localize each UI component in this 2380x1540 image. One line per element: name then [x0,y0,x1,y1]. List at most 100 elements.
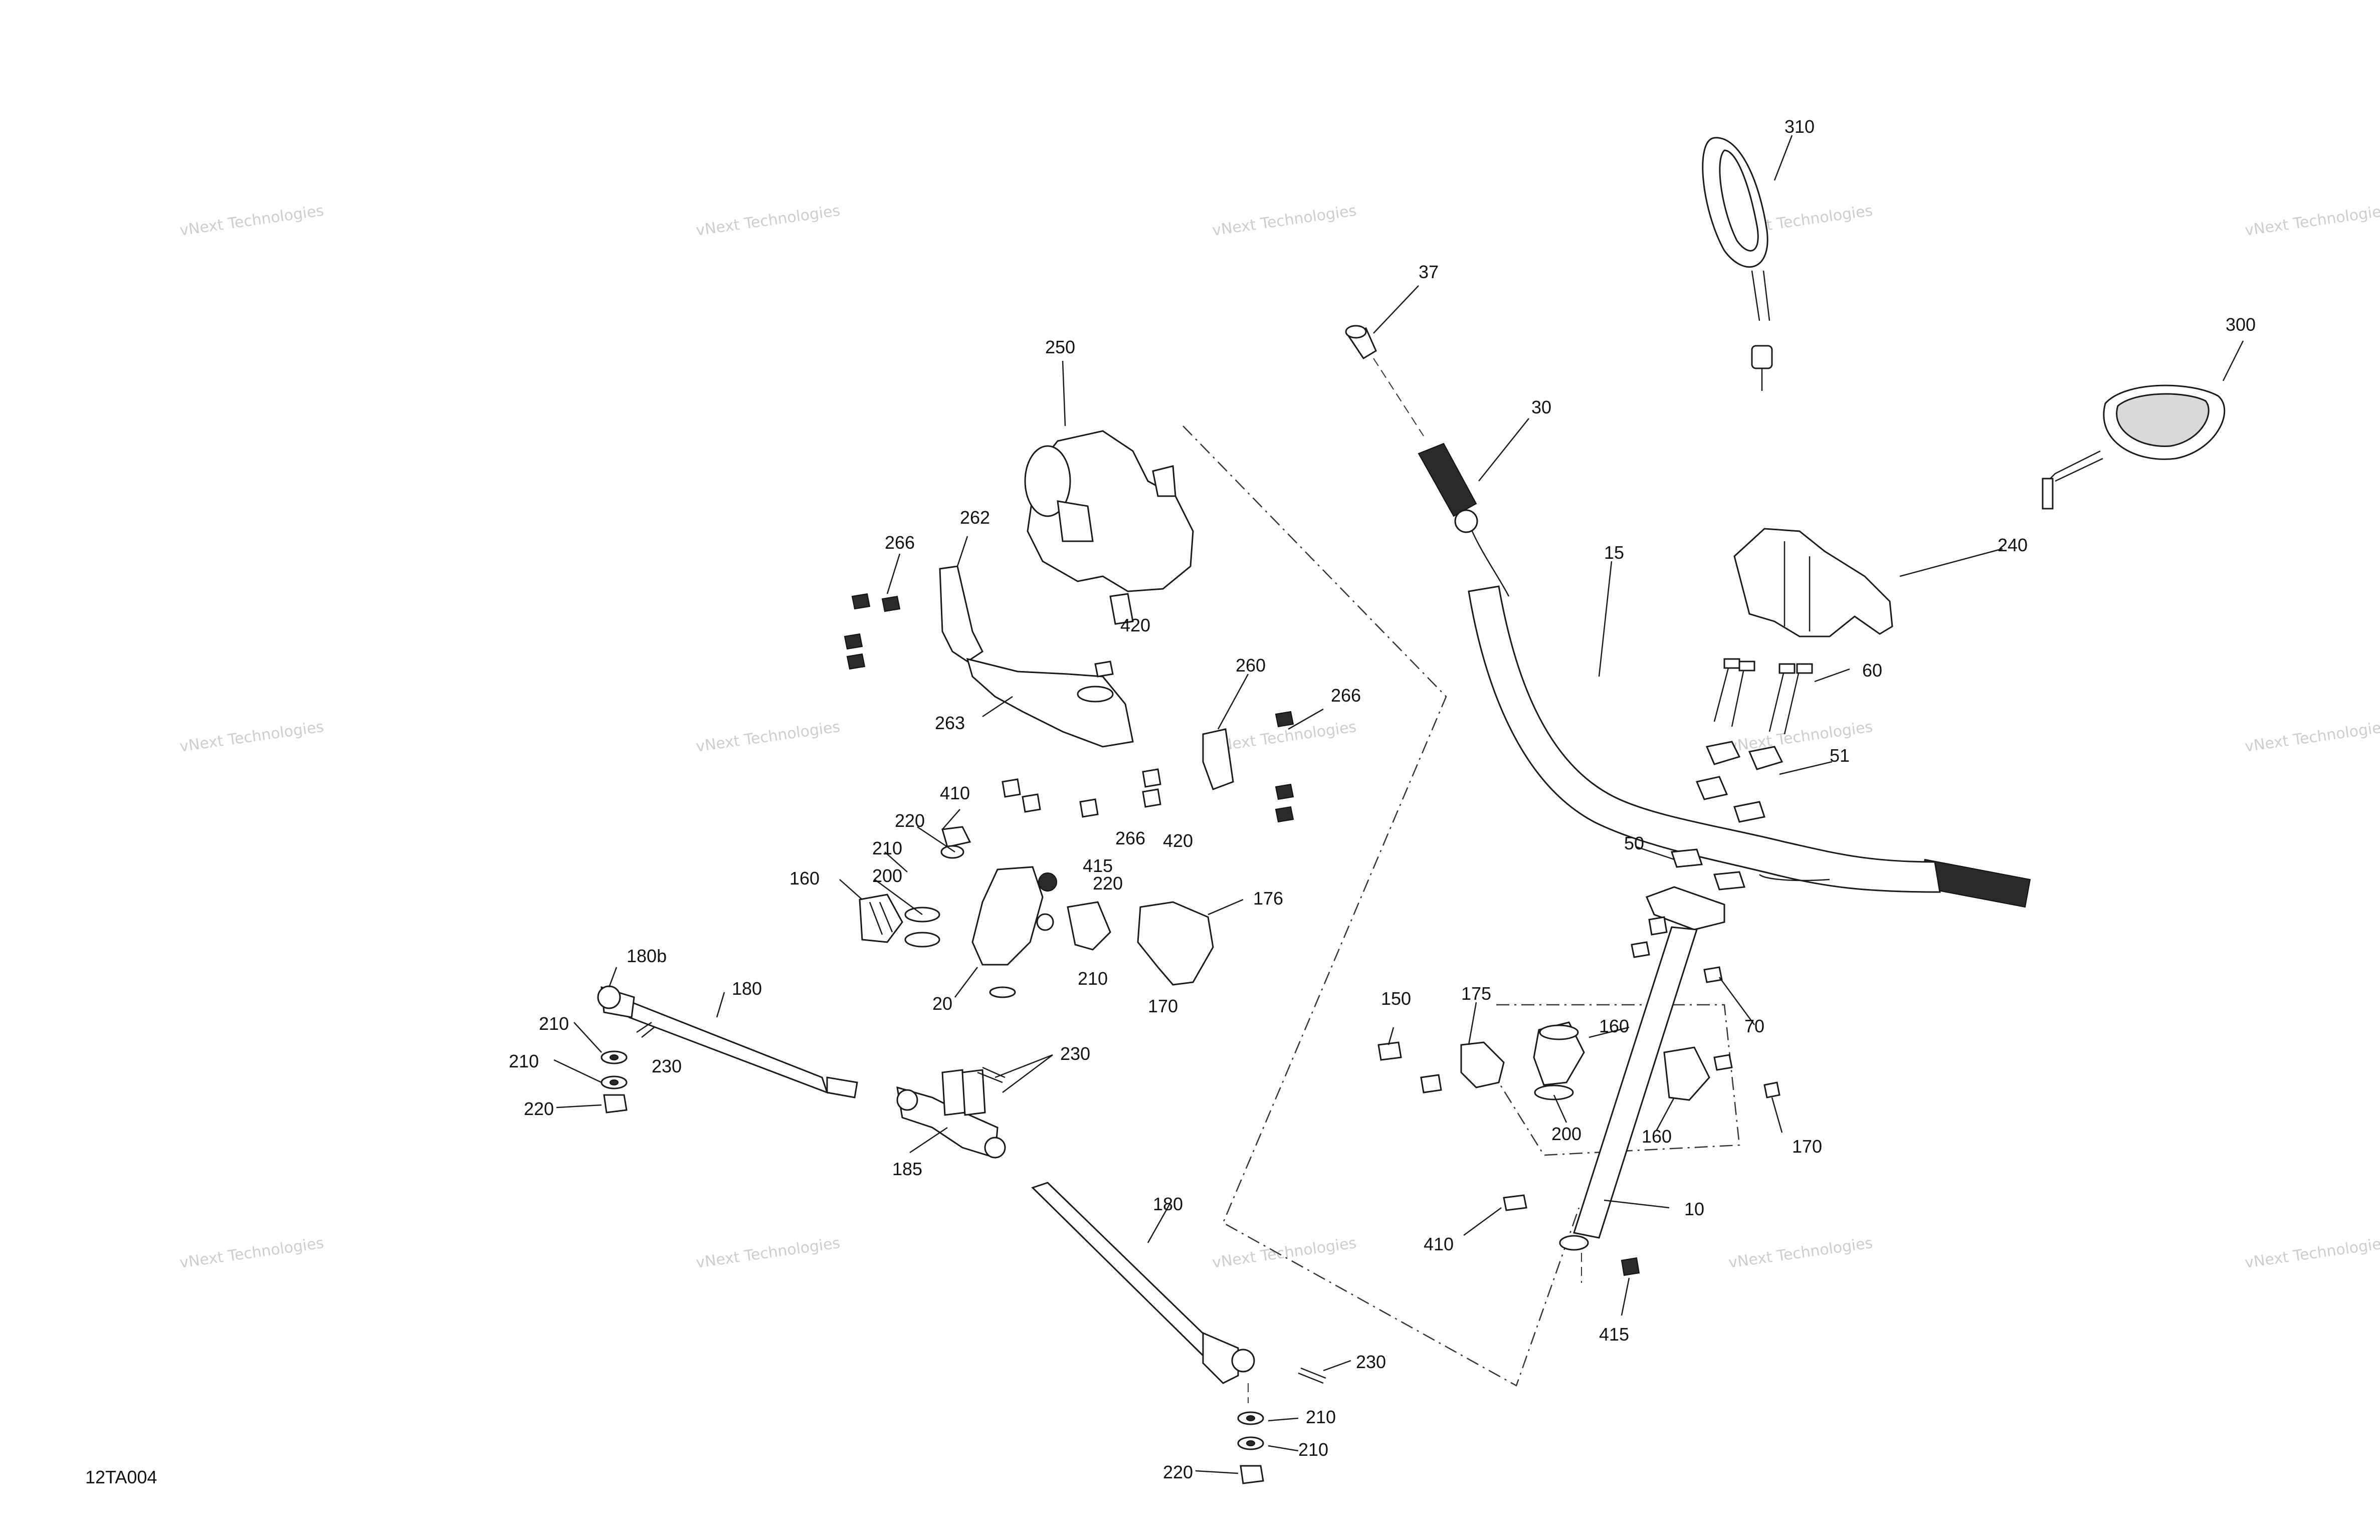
column-support-parts [1377,916,1780,1276]
cotter-pins [636,1021,1326,1384]
callout-labels: 310 300 37 30 15 240 250 262 266 420 260… [509,116,2256,1482]
callout-175: 175 [1461,983,1491,1004]
callout-210: 210 [509,1051,539,1071]
steering-center-link [896,1069,1006,1159]
watermark: vNext Technologies [2244,1234,2380,1272]
callout-210: 210 [539,1013,569,1034]
cover-176 [1137,901,1214,986]
callout-210: 210 [872,838,902,858]
svg-text:vNext Technologies: vNext Technologies [1727,718,1874,756]
callout-20: 20 [932,993,952,1014]
callout-260: 260 [1236,655,1266,676]
callout-37: 37 [1419,262,1439,282]
callout-51: 51 [1830,745,1850,766]
callout-230: 230 [1356,1352,1386,1372]
callout-266: 266 [1115,828,1145,848]
callout-160: 160 [1599,1016,1629,1036]
throttle-lever [1345,325,1424,436]
steering-knuckle [904,826,1057,998]
left-grip [1418,443,1510,597]
callout-210: 210 [1298,1439,1328,1460]
watermark: vNext Technologies [178,202,325,240]
handlebar-bolts [1713,658,1813,735]
svg-text:vNext Technologies: vNext Technologies [695,202,841,240]
callout-310: 310 [1784,116,1815,137]
callout-185: 185 [892,1159,922,1179]
callout-230: 230 [1060,1043,1090,1064]
svg-text:vNext Technologies: vNext Technologies [2244,1234,2380,1272]
bracket-260 [1202,728,1234,790]
callout-160: 160 [789,868,820,889]
tie-rod-upper [597,985,858,1098]
steering-gear-motor [1024,430,1194,625]
callout-410: 410 [940,783,970,803]
bracket-262 [939,565,983,663]
bracket-263 [966,657,1134,748]
callout-180: 180 [732,978,762,999]
callout-210: 210 [1306,1407,1336,1427]
svg-text:vNext Technologies: vNext Technologies [1727,1234,1874,1272]
tie-rod-lower [1031,1182,1255,1403]
svg-text:vNext Technologies: vNext Technologies [695,718,841,756]
callout-420: 420 [1163,830,1193,851]
leader-lines [553,135,2244,1474]
tie-rod-ends-washers-bottom [1237,1411,1264,1484]
watermark: vNext Technologies [2244,718,2380,756]
watermark: vNext Technologies [1727,718,1874,756]
callout-230: 230 [652,1056,682,1076]
svg-text:vNext Technologies: vNext Technologies [1211,202,1357,240]
callout-170: 170 [1792,1136,1822,1157]
callout-250: 250 [1045,337,1075,357]
callout-420: 420 [1120,615,1150,635]
callout-266: 266 [885,532,915,553]
svg-text:vNext Technologies: vNext Technologies [2244,202,2380,240]
callout-30: 30 [1531,397,1551,417]
watermark: vNext Technologies [695,1234,841,1272]
mirror-right [2042,384,2226,510]
callout-50: 50 [1624,833,1644,853]
callout-415: 415 [1083,855,1113,876]
callout-263: 263 [935,713,965,733]
watermark: vNext Technologies [2244,202,2380,240]
callout-220: 220 [1093,873,1123,894]
callout-180: 180 [1153,1194,1183,1214]
watermark: vNext Technologies [1211,1234,1357,1272]
svg-text:vNext Technologies: vNext Technologies [178,202,325,240]
bushing-160-left [859,894,903,943]
svg-text:vNext Technologies: vNext Technologies [695,1234,841,1272]
assembly-boundary-line [1182,425,1580,1387]
callout-150: 150 [1381,988,1411,1009]
callout-220: 220 [1163,1462,1193,1482]
callout-70: 70 [1744,1016,1764,1036]
callout-410: 410 [1424,1234,1454,1254]
callout-200: 200 [1551,1124,1581,1144]
mirror-left [1702,137,1773,391]
svg-text:vNext Technologies: vNext Technologies [178,718,325,756]
callout-300: 300 [2226,314,2256,335]
bushing-160-right [1067,901,1111,951]
svg-text:vNext Technologies: vNext Technologies [178,1234,325,1272]
callout-180b: 180b [627,946,667,966]
callout-60: 60 [1862,660,1882,681]
callout-10: 10 [1684,1199,1704,1219]
fasteners-upper-left [844,593,1294,823]
watermark: vNext Technologies [1727,1234,1874,1272]
figure-code: 12TA004 [85,1467,157,1487]
tie-rod-ends-washers-left [601,1050,628,1114]
callout-210: 210 [1078,968,1108,989]
callout-176: 176 [1253,888,1283,909]
watermark: vNext Technologies [178,718,325,756]
watermark: vNext Technologies [1211,202,1357,240]
callout-262: 262 [960,507,990,528]
callout-266: 266 [1331,685,1361,706]
callout-160: 160 [1642,1126,1672,1147]
callout-240: 240 [1998,535,2028,555]
handlebar [1468,585,1941,893]
callout-200: 200 [872,865,902,886]
watermark: vNext Technologies [695,202,841,240]
callout-170: 170 [1148,996,1178,1016]
handlebar-cover [1733,528,1893,637]
callout-415: 415 [1599,1324,1629,1345]
callout-220: 220 [895,810,925,831]
